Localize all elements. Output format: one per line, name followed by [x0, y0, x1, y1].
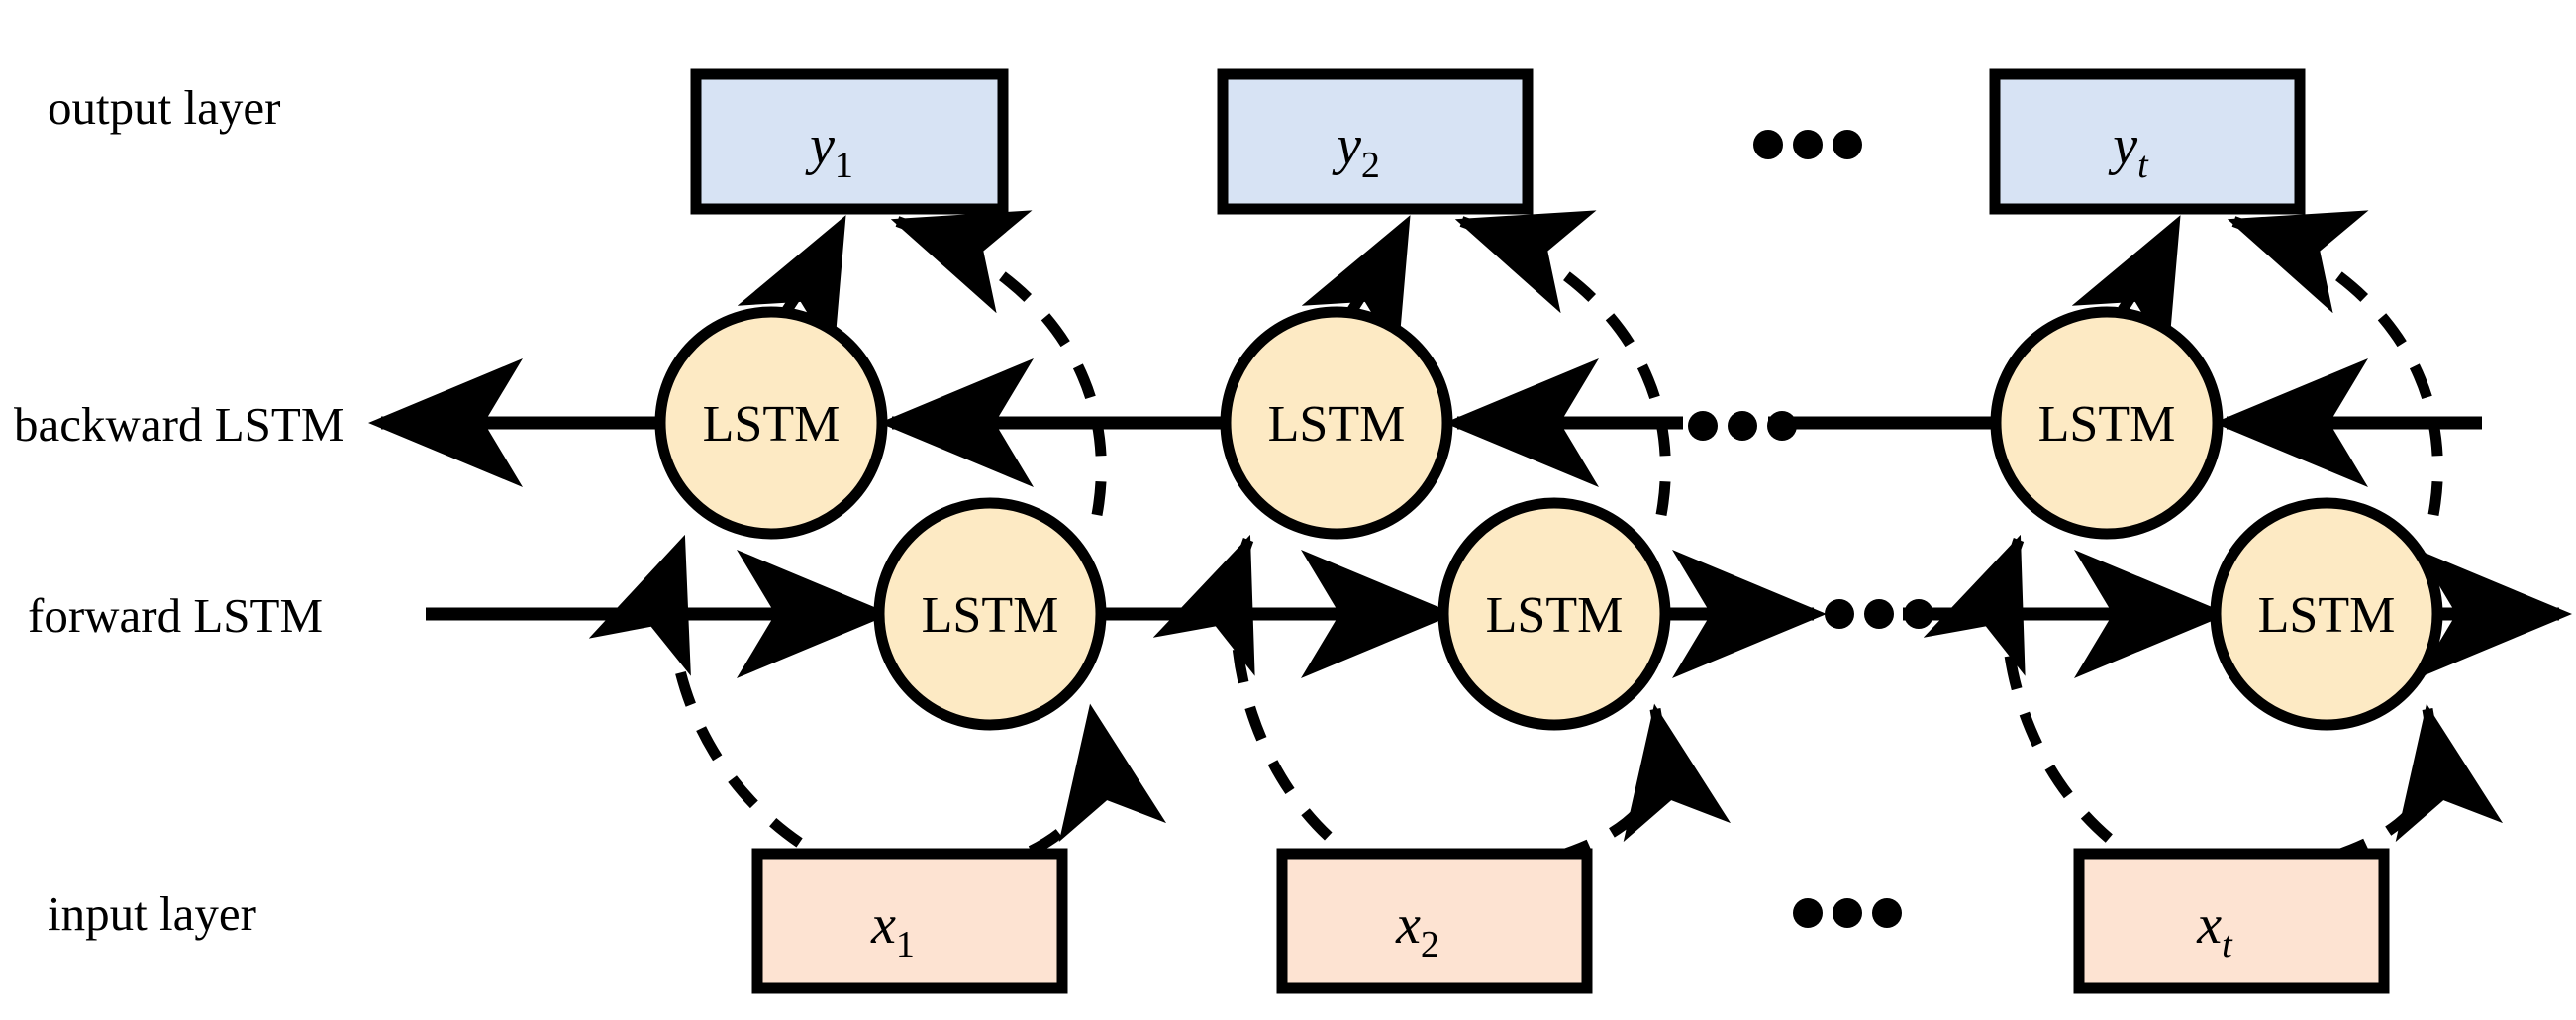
lstm-cell-backward-3-label: LSTM [2038, 396, 2176, 453]
input-box-x1[interactable]: x1 [751, 848, 1068, 994]
output-box-yt[interactable]: yt [1989, 68, 2306, 215]
dashed-backward-lstm-to-y1 [737, 215, 848, 357]
dashed-x2-to-forward-lstm [1498, 703, 1732, 877]
dashed-xt-to-forward-lstm [2275, 703, 2504, 877]
dashed-x2-to-backward-lstm [1152, 534, 1379, 876]
lstm-cell-forward-3[interactable]: LSTM [2210, 497, 2443, 731]
ellipsis-dots-forward-layer [1825, 599, 1933, 629]
lstm-cell-forward-1[interactable]: LSTM [873, 497, 1107, 731]
ellipsis-dots-backward-layer [1688, 411, 1797, 441]
lstm-cell-forward-1-label: LSTM [922, 587, 1059, 644]
dashed-backward-lstm-to-y2 [1301, 215, 1413, 357]
lstm-cell-backward-1[interactable]: LSTM [654, 306, 888, 540]
lstm-cell-forward-2[interactable]: LSTM [1437, 497, 1671, 731]
dashed-forward-lstm-to-yt [2227, 210, 2443, 516]
lstm-cell-backward-2-label: LSTM [1268, 396, 1406, 453]
dashed-connectors-col2 [1152, 210, 1732, 877]
row-label-backward-lstm: backward LSTM [14, 397, 345, 452]
lstm-cell-forward-2-label: LSTM [1486, 587, 1624, 644]
row-label-input-layer: input layer [48, 886, 256, 941]
dashed-x1-to-forward-lstm [973, 703, 1167, 877]
output-box-yt-label: yt [2108, 115, 2149, 186]
lstm-cell-backward-1-label: LSTM [703, 396, 841, 453]
ellipsis-dots-output-layer [1753, 130, 1862, 159]
dashed-connectors-col3 [1923, 210, 2504, 877]
ellipsis-dots-input-layer [1793, 898, 1902, 928]
dashed-xt-to-backward-lstm [1923, 534, 2161, 876]
dashed-forward-lstm-to-y1 [890, 210, 1107, 516]
input-box-x2[interactable]: x2 [1276, 848, 1593, 994]
lstm-cell-backward-2[interactable]: LSTM [1220, 306, 1453, 540]
lstm-cell-backward-3[interactable]: LSTM [1990, 306, 2224, 540]
output-box-y2[interactable]: y2 [1217, 68, 1534, 215]
output-box-y1[interactable]: y1 [690, 68, 1009, 215]
lstm-cell-forward-3-label: LSTM [2258, 587, 2396, 644]
input-box-xt[interactable]: xt [2073, 848, 2390, 994]
dashed-x1-to-backward-lstm [588, 534, 854, 877]
dashed-connectors-col1 [588, 210, 1167, 877]
dashed-backward-lstm-to-yt [2071, 215, 2183, 357]
row-label-forward-lstm: forward LSTM [28, 588, 324, 643]
dashed-forward-lstm-to-y2 [1454, 210, 1671, 516]
row-label-output-layer: output layer [48, 80, 281, 135]
